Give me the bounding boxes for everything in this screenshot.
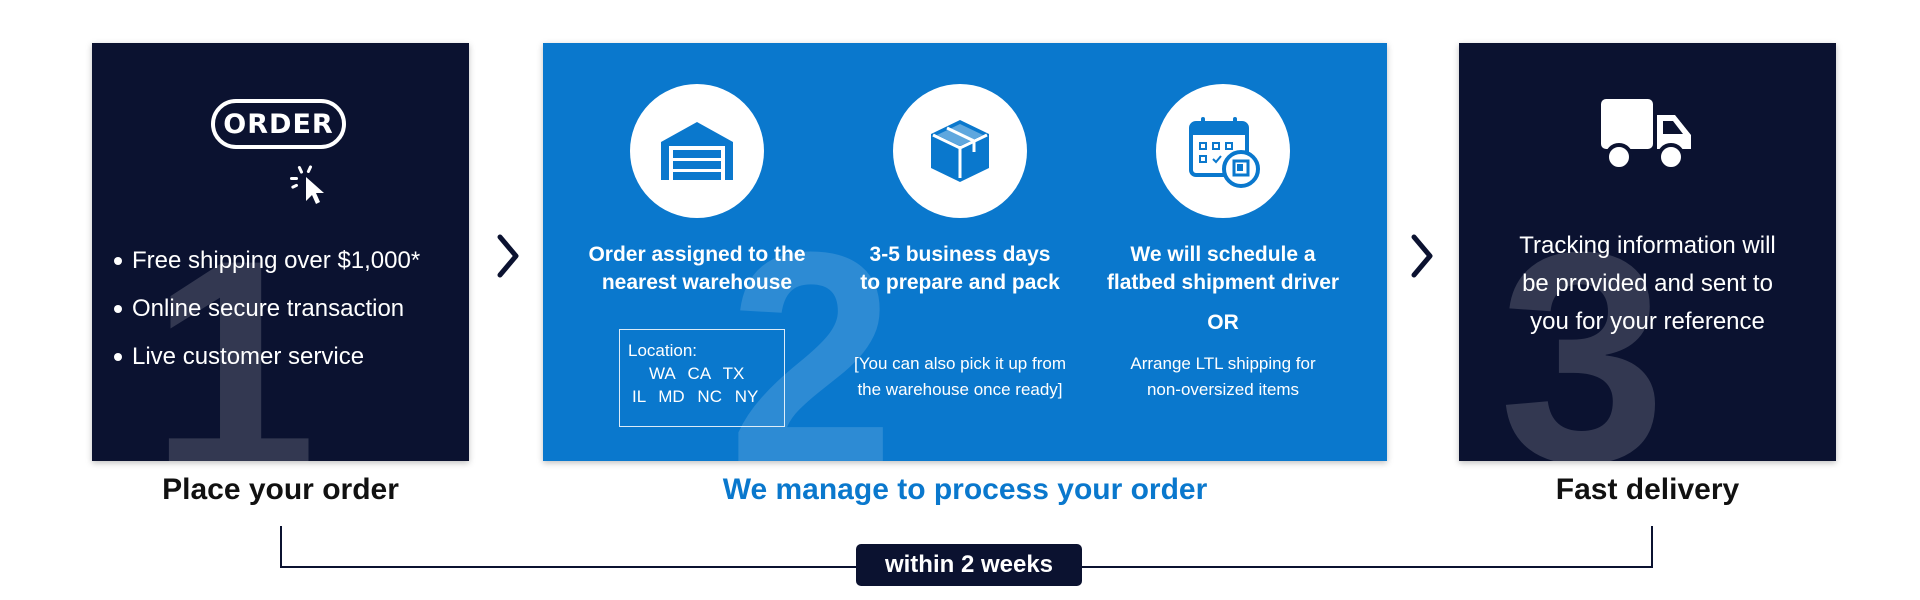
step-1-panel: 1 ORDER Free shipping over $1,000* Onlin… — [92, 43, 469, 461]
step-3-label: Fast delivery — [1555, 473, 1740, 506]
list-item: Free shipping over $1,000* — [114, 247, 420, 275]
click-cursor-icon — [290, 165, 324, 204]
chevron-right-icon — [497, 234, 519, 278]
step-2c-title: We will schedule a flatbed shipment driv… — [1098, 241, 1348, 297]
feature-text: Live customer service — [132, 343, 365, 370]
note-line: non-oversized items — [1146, 380, 1300, 399]
calendar-schedule-icon — [1189, 117, 1260, 188]
warehouse-icon-circle — [630, 84, 764, 218]
text-line: Tracking information will — [1519, 232, 1776, 259]
step-2-panel: 2 — [543, 43, 1387, 461]
title-line: We will schedule a — [1130, 243, 1316, 266]
note-line: the warehouse once ready] — [857, 380, 1063, 399]
title-line: flatbed shipment driver — [1106, 271, 1340, 294]
location-row: IL MD NC NY — [632, 387, 759, 406]
step-3-panel: 3 Tracking information will be provided … — [1459, 43, 1836, 461]
step-2b-title: 3-5 business days to prepare and pack — [835, 241, 1085, 297]
title-line: 3-5 business days — [869, 243, 1051, 266]
timeline-bracket-right — [1651, 526, 1653, 568]
bullet-dot — [114, 305, 122, 313]
feature-text: Free shipping over $1,000* — [132, 247, 421, 274]
or-separator: OR — [1207, 311, 1239, 334]
note-line: Arrange LTL shipping for — [1130, 354, 1316, 373]
text-line: be provided and sent to — [1522, 270, 1773, 297]
bullet-dot — [114, 257, 122, 265]
ltl-note: Arrange LTL shipping for non-oversized i… — [1093, 351, 1353, 403]
step-1-label: Place your order — [162, 473, 399, 506]
warehouse-location-box: Location: WA CA TX IL MD NC NY — [619, 329, 785, 427]
list-item: Live customer service — [114, 343, 420, 371]
pickup-note: [You can also pick it up from the wareho… — [830, 351, 1090, 403]
bullet-dot — [114, 353, 122, 361]
truck-icon — [1601, 99, 1691, 171]
feature-list: Free shipping over $1,000* Online secure… — [114, 247, 420, 391]
order-badge-icon: ORDER — [211, 99, 346, 149]
title-line: to prepare and pack — [860, 271, 1060, 294]
step-2-label: We manage to process your order — [722, 473, 1208, 506]
location-title: Location: — [628, 341, 697, 360]
package-box-icon — [931, 120, 989, 182]
feature-text: Online secure transaction — [132, 295, 405, 322]
list-item: Online secure transaction — [114, 295, 420, 323]
title-line: nearest warehouse — [601, 271, 793, 294]
title-line: Order assigned to the — [588, 243, 806, 266]
chevron-right-icon — [1411, 234, 1433, 278]
step-2a-title: Order assigned to the nearest warehouse — [572, 241, 822, 297]
tracking-info-text: Tracking information will be provided an… — [1479, 227, 1816, 341]
warehouse-icon — [661, 122, 733, 180]
timeline-duration-badge: within 2 weeks — [856, 544, 1082, 586]
timeline-bracket-left — [280, 526, 282, 568]
calendar-schedule-icon-circle — [1156, 84, 1290, 218]
text-line: you for your reference — [1530, 308, 1765, 335]
note-line: [You can also pick it up from — [854, 354, 1066, 373]
package-box-icon-circle — [893, 84, 1027, 218]
location-row: WA CA TX — [649, 364, 745, 383]
